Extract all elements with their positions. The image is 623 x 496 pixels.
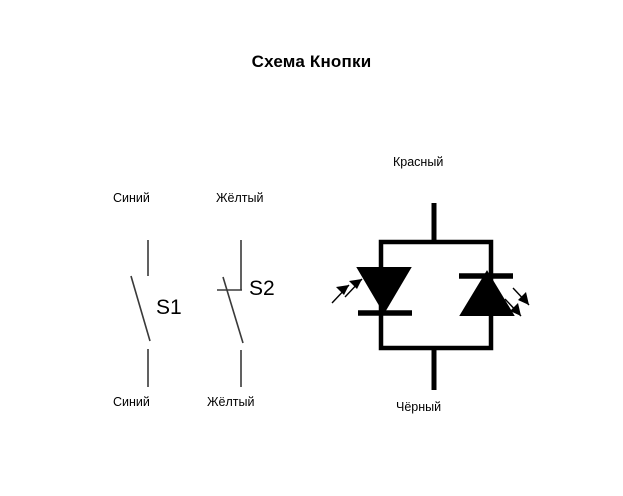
label-s1-bottom-terminal: Синий: [113, 395, 150, 409]
switch-s2[interactable]: [217, 240, 244, 387]
label-switch-s1: S1: [156, 296, 182, 319]
label-s2-top-terminal: Жёлтый: [216, 191, 264, 205]
led-left-emission-arrows: [331, 278, 363, 304]
switch-s1[interactable]: [130, 240, 151, 387]
led-right-emission-arrows: [504, 287, 530, 317]
label-switch-s2: S2: [249, 277, 275, 300]
led-block[interactable]: [331, 203, 530, 390]
label-s1-top-terminal: Синий: [113, 191, 150, 205]
led-right-triangle: [459, 270, 515, 316]
s1-blade: [130, 275, 151, 342]
s2-blade: [222, 276, 244, 344]
label-s2-bottom-terminal: Жёлтый: [207, 395, 255, 409]
label-led-top-terminal: Красный: [393, 155, 444, 169]
page-title: Схема Кнопки: [251, 52, 372, 71]
label-led-bottom-terminal: Чёрный: [396, 400, 442, 414]
led-right[interactable]: [459, 270, 530, 317]
led-left-triangle: [356, 267, 412, 314]
led-left[interactable]: [331, 267, 412, 316]
